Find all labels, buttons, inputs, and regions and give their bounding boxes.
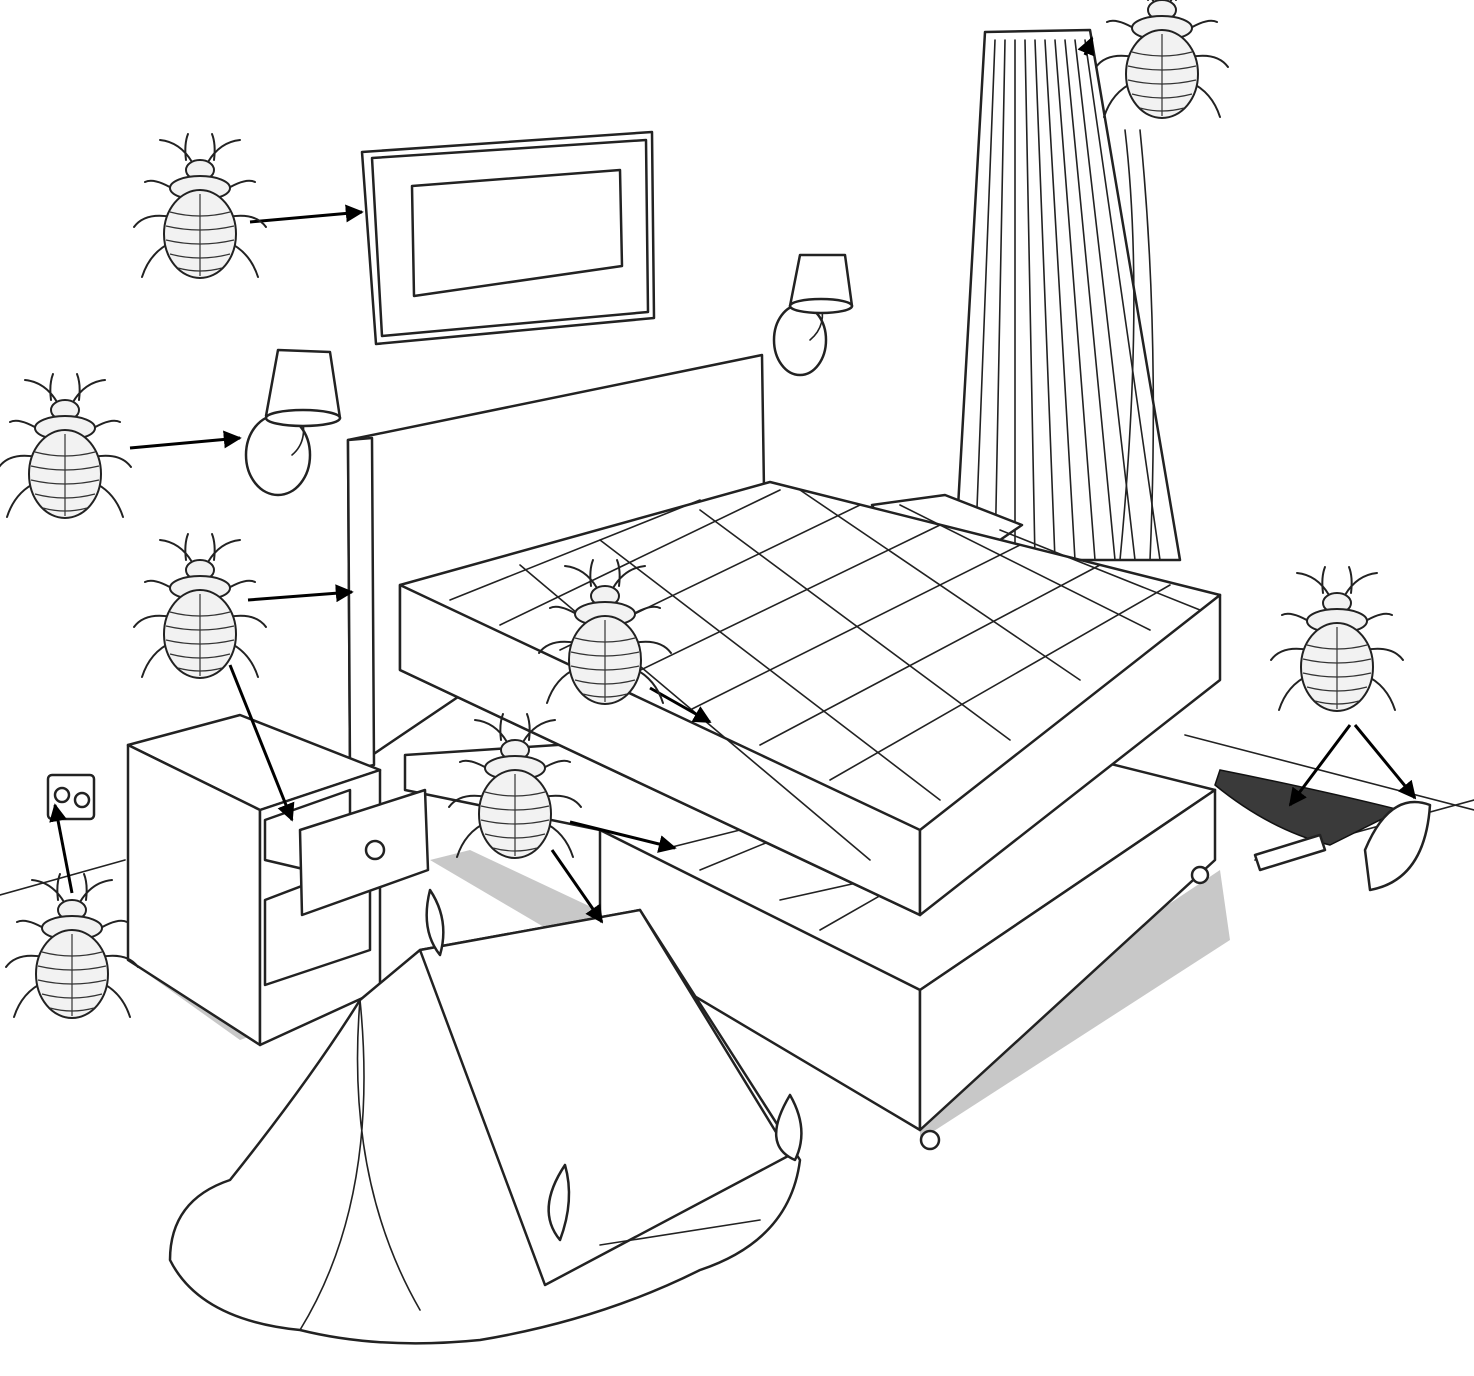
bed-bug-icon	[134, 534, 266, 678]
picture-frame	[362, 132, 654, 344]
bed-bug-icon	[0, 374, 131, 518]
electrical-outlet	[48, 775, 94, 819]
bed-bug-icon	[1096, 0, 1228, 118]
wall-lamp-right	[774, 255, 852, 375]
bed-bug-icon	[134, 134, 266, 278]
bed-bug-icon	[1271, 567, 1403, 711]
wall-lamp-left	[246, 350, 340, 495]
carpet-edge	[1215, 770, 1430, 890]
bed-bug-icon	[6, 874, 138, 1018]
